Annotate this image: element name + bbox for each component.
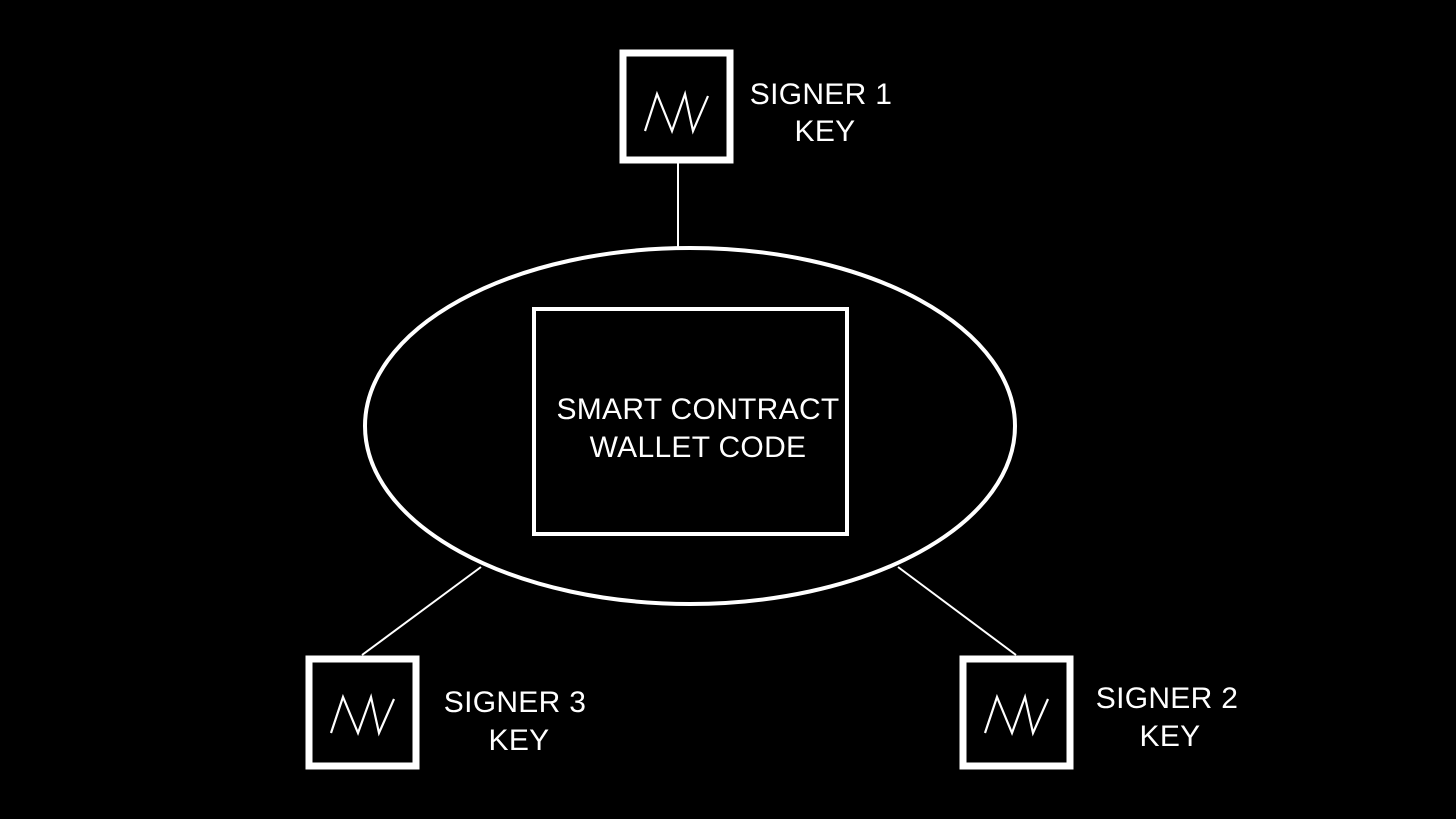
signer-1-label-line2: KEY xyxy=(795,115,856,148)
signer-2-node: SIGNER 2 KEY xyxy=(959,655,1238,770)
smart-contract-label-line1: SMART CONTRACT xyxy=(556,393,839,426)
signer-3-label-line1: SIGNER 3 xyxy=(444,686,586,719)
signer-2-label-line1: SIGNER 2 xyxy=(1096,682,1238,715)
wallet-ellipse xyxy=(363,246,1017,606)
signer-3-label-line2: KEY xyxy=(489,724,550,757)
signature-icon xyxy=(329,693,396,737)
signer-1-label-line1: SIGNER 1 xyxy=(750,78,892,111)
signature-icon xyxy=(643,89,710,135)
signer-3-node: SIGNER 3 KEY xyxy=(305,655,586,770)
smart-contract-box: SMART CONTRACT WALLET CODE xyxy=(532,307,849,536)
signer-2-label-line2: KEY xyxy=(1140,720,1201,753)
connector-signer-2 xyxy=(897,566,1017,656)
signer-1-node: SIGNER 1 KEY xyxy=(619,49,892,164)
connector-signer-3 xyxy=(361,566,482,656)
signature-icon xyxy=(983,693,1050,737)
smart-contract-label-line2: WALLET CODE xyxy=(590,431,807,464)
